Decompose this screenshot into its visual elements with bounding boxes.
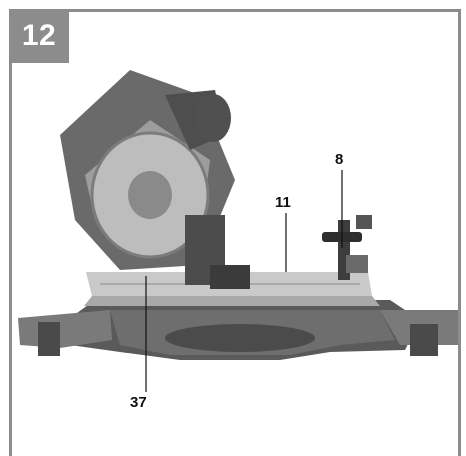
figure-frame: [9, 9, 461, 456]
figure-number-badge: 12: [9, 9, 69, 63]
left-extension: [18, 310, 112, 356]
saw-head: [60, 70, 250, 289]
callout-11: 11: [275, 194, 291, 211]
material-clamp: [322, 215, 372, 280]
callout-37: 37: [130, 394, 147, 411]
saw-base: [70, 300, 420, 360]
right-extension: [380, 310, 458, 356]
callout-8: 8: [335, 151, 344, 168]
